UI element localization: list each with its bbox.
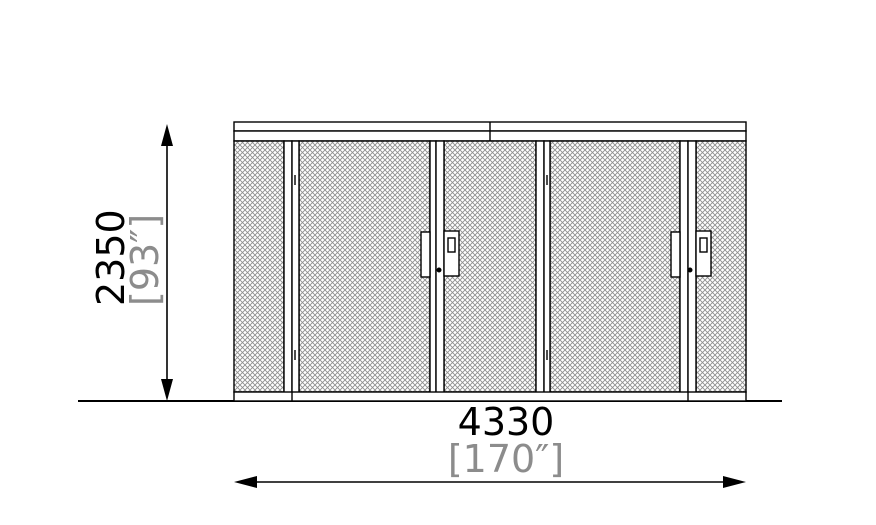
height-dimension: 2350 [93″] — [89, 124, 173, 401]
door-2-frame-right — [679, 140, 689, 394]
door-handle-icon — [670, 231, 681, 278]
arrow-icon — [234, 476, 257, 488]
height-mm-label: 2350 — [89, 209, 133, 306]
width-dimension: 4330 [170″] — [234, 400, 746, 488]
arrow-icon — [161, 379, 173, 401]
post-3 — [535, 140, 545, 394]
height-inch-label: [93″] — [123, 214, 167, 306]
base-plate — [233, 391, 747, 402]
mesh-panel-door-2 — [549, 140, 681, 393]
mesh-panel-door-1 — [298, 140, 431, 393]
door-handle-icon — [420, 231, 431, 278]
enclosure — [233, 121, 747, 402]
width-mm-label: 4330 — [458, 400, 555, 444]
post-2 — [435, 140, 445, 394]
keypad-window — [447, 237, 456, 253]
arrow-icon — [723, 476, 746, 488]
keyhole-icon — [436, 267, 442, 273]
post-4 — [687, 140, 697, 394]
post-1 — [283, 140, 293, 394]
width-inch-label: [170″] — [448, 437, 564, 481]
mesh-panel-left — [233, 140, 285, 393]
door-1-frame-right — [429, 140, 437, 394]
arrow-icon — [161, 124, 173, 146]
keypad-window — [699, 237, 708, 253]
keyhole-icon — [687, 267, 693, 273]
